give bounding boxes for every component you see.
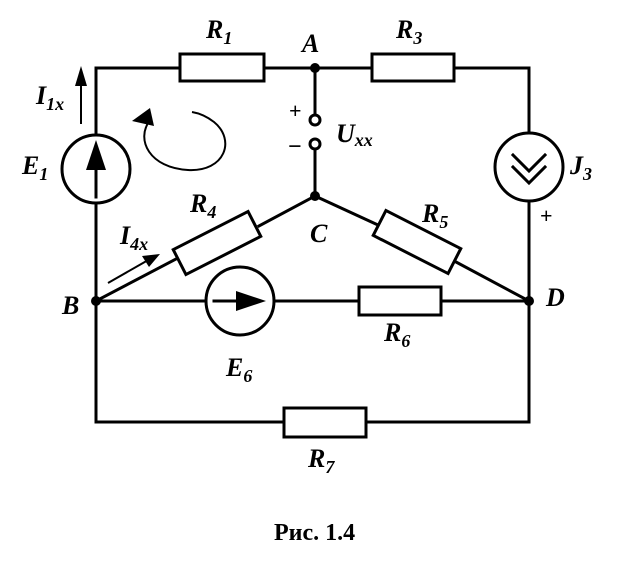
current-i4x-arrow xyxy=(107,254,160,284)
label-r5: R5 xyxy=(421,199,448,232)
resistor-r1 xyxy=(178,52,266,83)
source-e6 xyxy=(204,265,276,337)
label-node-a: A xyxy=(300,29,319,58)
label-i1x: I1x xyxy=(35,81,64,114)
current-source-j3 xyxy=(493,131,565,203)
label-r4: R4 xyxy=(189,189,216,222)
label-uxx: Uxx xyxy=(336,119,373,150)
current-i1x-arrow xyxy=(75,66,87,124)
label-node-d: D xyxy=(545,283,565,312)
node-a-dot xyxy=(310,63,320,73)
label-node-c: C xyxy=(310,219,328,248)
sign-plus-uxx: + xyxy=(289,98,302,123)
resistor-r3 xyxy=(370,52,456,83)
resistor-r4 xyxy=(171,209,263,277)
resistor-r5 xyxy=(371,208,463,276)
node-d-dot xyxy=(524,296,534,306)
label-i4x: I4x xyxy=(119,221,148,254)
label-r3: R3 xyxy=(395,15,422,48)
node-b-dot xyxy=(91,296,101,306)
label-r1: R1 xyxy=(205,15,232,48)
label-node-b: B xyxy=(61,291,79,320)
loop-direction-arrow xyxy=(132,108,227,172)
label-j3: J3 xyxy=(569,151,592,184)
figure-caption: Рис. 1.4 xyxy=(274,520,355,546)
sign-plus-j3: + xyxy=(540,203,553,228)
node-c-dot xyxy=(310,191,320,201)
source-e1 xyxy=(60,133,132,205)
label-r6: R6 xyxy=(383,318,410,351)
resistor-r6 xyxy=(357,285,443,317)
terminal-minus xyxy=(308,137,322,151)
label-e1: E1 xyxy=(21,151,48,184)
label-e6: E6 xyxy=(225,353,252,386)
resistor-r7 xyxy=(282,406,368,439)
wires xyxy=(93,66,532,424)
sign-minus-uxx: − xyxy=(288,134,302,160)
terminal-plus xyxy=(308,113,322,127)
label-r7: R7 xyxy=(307,444,335,477)
